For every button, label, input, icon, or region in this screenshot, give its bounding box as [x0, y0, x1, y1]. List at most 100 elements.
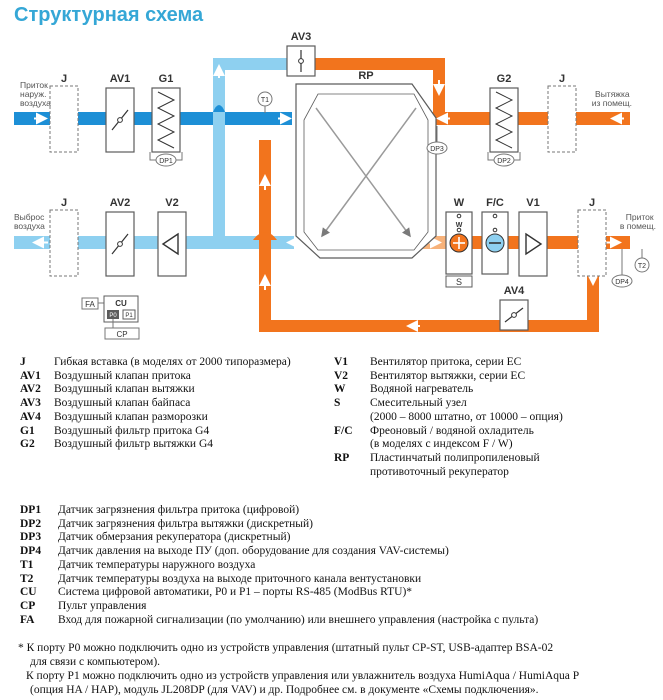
duct-crossover-top — [213, 105, 225, 112]
v1-label: V1 — [526, 197, 539, 209]
legend-sensor-text: Датчик загрязнения фильтра вытяжки (диск… — [58, 517, 313, 530]
legend-sensor-text: Датчик давления на выходе ПУ (доп. обору… — [58, 545, 449, 558]
legend-sensor-code: T1 — [20, 558, 34, 571]
g1-label: G1 — [159, 73, 174, 85]
t1-label: T1 — [261, 97, 269, 104]
heater-w — [445, 211, 473, 275]
label-outdoor-in: Приток наруж. воздуха — [20, 80, 51, 108]
legend-sensor-code: DP1 — [20, 504, 42, 516]
fc-label: F/C — [486, 197, 504, 209]
legend-left-code: AV2 — [20, 383, 41, 396]
w-label: W — [454, 197, 465, 209]
legend-left-code: AV3 — [20, 397, 41, 410]
label-extract-in-l1: Вытяжка — [595, 89, 630, 99]
av2-label: AV2 — [110, 197, 131, 209]
legend-right-code: V1 — [334, 356, 349, 368]
j-insert-top-right — [547, 85, 577, 153]
rp-flow-cross-2 — [321, 107, 417, 238]
duct-bypass-top-right — [293, 58, 443, 70]
label-outdoor-in-l2: наруж. — [20, 89, 46, 99]
label-supply-out: Приток в помещ. — [620, 212, 656, 231]
legend-sensor-code: DP2 — [20, 517, 42, 530]
legend-left-code: G1 — [20, 424, 35, 437]
legend-right-text: Пластинчатый полипропиленовый — [370, 451, 540, 464]
legend-sensor-code: FA — [20, 613, 35, 626]
legend-left-text: Воздушный клапан вытяжки — [54, 383, 195, 396]
label-exhaust-out-l2: воздуха — [14, 221, 45, 231]
j-label-bottom-right: J — [589, 197, 595, 209]
duct-frost-bottom — [259, 320, 599, 332]
legend-left-text: Воздушный фильтр притока G4 — [54, 424, 210, 437]
legend-right-row: V2 Вентилятор вытяжки, серии ЕС — [334, 370, 634, 384]
legend-sensor-code: DP4 — [20, 545, 42, 558]
legend-sensor-row: DP1 Датчик загрязнения фильтра притока (ц… — [20, 504, 640, 518]
footnote-line: для связи с компьютером). — [30, 655, 161, 668]
sensor-dp2 — [487, 152, 521, 167]
label-outdoor-in-l1: Приток — [20, 80, 48, 90]
legend-right-text: Водяной нагреватель — [370, 383, 474, 396]
legend-left-code: G2 — [20, 438, 35, 451]
legend-sensor-row: T1 Датчик температуры наружного воздуха — [20, 559, 640, 573]
legend-right-code: S — [334, 397, 341, 410]
legend-right-code: V2 — [334, 369, 349, 382]
legend-sensor-text: Датчик загрязнения фильтра притока (цифр… — [58, 504, 300, 516]
footnote: * К порту P0 можно подключить одно из ус… — [18, 642, 553, 669]
s-label: S — [456, 277, 462, 287]
legend-right-row: противоточный рекуператор — [334, 466, 634, 480]
legend-left-row: AV2 Воздушный клапан вытяжки — [20, 383, 330, 397]
av3-label: AV3 — [291, 31, 312, 43]
legend-right-text: Вентилятор притока, серии ЕС — [370, 356, 522, 368]
duct-extract-in — [420, 112, 630, 125]
legend-left-code: J — [20, 356, 26, 368]
label-supply-out-l1: Приток — [626, 212, 654, 222]
duct-crossover-bottom — [253, 232, 277, 240]
dp2-label: DP2 — [497, 158, 511, 165]
rp-label: RP — [358, 70, 373, 82]
damper-av2 — [105, 211, 135, 277]
legend-right-text: Фреоновый / водяной охладитель — [370, 424, 534, 437]
legend-sensor-text: Датчик температуры наружного воздуха — [58, 558, 256, 571]
sensor-dp1 — [149, 152, 183, 167]
legend-right-text: Вентилятор вытяжки, серии ЕС — [370, 369, 526, 382]
damper-av4 — [499, 299, 529, 331]
legend-right-text: Смесительный узел — [370, 397, 467, 410]
j-insert-top-left — [49, 85, 79, 153]
p1-label: P1 — [125, 313, 133, 319]
dp1-label: DP1 — [159, 158, 173, 165]
label-exhaust-out-l1: Выброс — [14, 212, 45, 222]
control-panel-cp — [104, 327, 140, 340]
legend-right-code: W — [334, 383, 346, 396]
legend-left-text: Воздушный клапан притока — [54, 369, 191, 382]
legend-sensor-row: DP4 Датчик давления на выходе ПУ (доп. об… — [20, 545, 640, 559]
legend-sensor-code: DP3 — [20, 531, 42, 544]
footnote-line: (опция HA / HAP), модуль JL208DP (для VA… — [30, 683, 539, 696]
legend-components-right: V1 Вентилятор притока, серии ЕС V2 Вентилят… — [334, 356, 634, 479]
w-inner-label: W — [456, 222, 463, 229]
av1-label: AV1 — [110, 73, 131, 85]
v2-label: V2 — [165, 197, 178, 209]
label-supply-out-l2: в помещ. — [620, 221, 656, 231]
sensor-t2 — [634, 249, 650, 273]
legend-right-code — [334, 466, 370, 480]
dp3-label: DP3 — [430, 146, 444, 153]
g2-label: G2 — [497, 73, 512, 85]
damper-av3 — [286, 45, 316, 77]
sensor-t1 — [257, 91, 273, 113]
legend-sensors: DP1 Датчик загрязнения фильтра притока (ц… — [20, 504, 640, 627]
j-label-top-right: J — [559, 73, 565, 85]
legend-left-code: AV4 — [20, 410, 41, 423]
legend-right-code: F/C — [334, 424, 353, 437]
legend-right-row: S Смесительный узел — [334, 397, 634, 411]
cooler-fc — [481, 211, 509, 275]
mixing-unit-s — [445, 275, 473, 288]
sensor-dp3 — [426, 126, 448, 155]
legend-right-text: противоточный рекуператор — [370, 465, 509, 478]
filter-g1 — [151, 87, 181, 153]
legend-sensor-code: T2 — [20, 572, 34, 585]
t2-label: T2 — [638, 263, 646, 270]
